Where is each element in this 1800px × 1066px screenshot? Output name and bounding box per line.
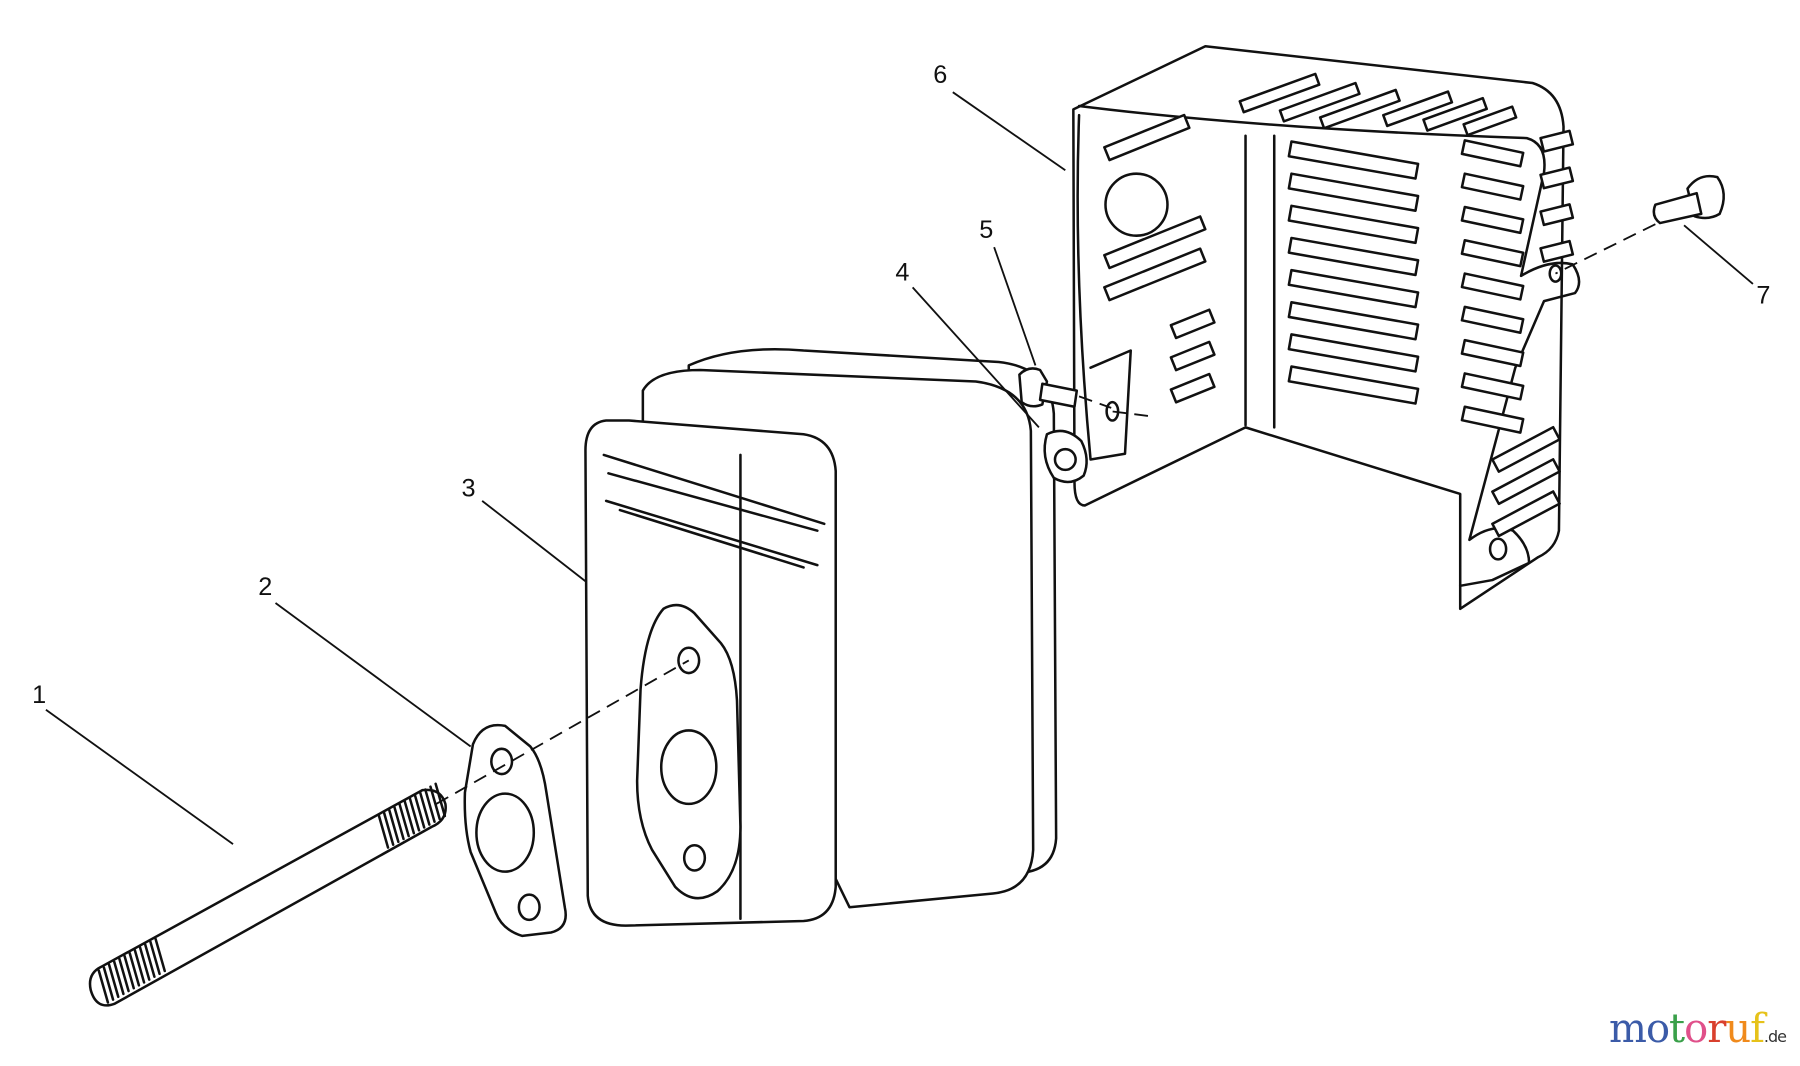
vent-slot bbox=[1460, 239, 1525, 268]
callout-6: 6 bbox=[933, 61, 947, 89]
vent-slot bbox=[1539, 166, 1575, 190]
vent-slot bbox=[1460, 405, 1525, 434]
nut-part bbox=[1043, 429, 1088, 484]
callout-3: 3 bbox=[461, 474, 475, 502]
leader-lines bbox=[45, 91, 1754, 845]
thread-line bbox=[133, 949, 146, 984]
callout-5: 5 bbox=[979, 216, 993, 244]
motoruf-watermark-logo: motoruf.de bbox=[1609, 1006, 1787, 1052]
vent-slot bbox=[1460, 139, 1525, 168]
vent-slot bbox=[1460, 338, 1525, 368]
callout-2: 2 bbox=[258, 573, 272, 601]
thread-line bbox=[97, 969, 110, 1004]
watermark-letter: f bbox=[1750, 1006, 1765, 1052]
thread-line bbox=[128, 951, 141, 987]
gasket-part bbox=[463, 723, 567, 938]
muffler-part bbox=[584, 347, 1058, 927]
vent-slot bbox=[1287, 236, 1420, 277]
centerline bbox=[1555, 223, 1656, 275]
thread-line bbox=[143, 943, 156, 978]
screw-part-7 bbox=[1652, 174, 1725, 225]
vent-slot bbox=[1460, 272, 1525, 301]
thread-line bbox=[434, 782, 447, 818]
thread-line bbox=[102, 966, 115, 1001]
vent-slot bbox=[1287, 172, 1420, 212]
vent-slot bbox=[1539, 129, 1575, 153]
vent-slot bbox=[1169, 308, 1216, 340]
screw-part-5 bbox=[1018, 367, 1079, 408]
callout-7: 7 bbox=[1756, 281, 1770, 309]
thread-line bbox=[393, 805, 405, 841]
muffler-guard-part bbox=[1072, 45, 1581, 611]
thread-line bbox=[403, 799, 416, 835]
thread-line bbox=[112, 960, 125, 996]
thread-line bbox=[138, 946, 151, 981]
thread-line bbox=[154, 937, 166, 973]
vent-slot bbox=[1169, 340, 1216, 372]
thread-line bbox=[387, 808, 400, 844]
watermark-letter: u bbox=[1725, 1006, 1751, 1052]
vent-slot bbox=[1491, 490, 1561, 538]
watermark-letter: m bbox=[1609, 1006, 1647, 1052]
vent-slot bbox=[1287, 140, 1420, 180]
vent-slot bbox=[1491, 425, 1561, 473]
vent-slot bbox=[1287, 365, 1420, 405]
vent-slot bbox=[1169, 372, 1216, 404]
vent-slot bbox=[1460, 172, 1525, 201]
thread-line bbox=[408, 796, 421, 832]
vent-slot bbox=[1491, 458, 1561, 506]
vent-slot bbox=[1287, 333, 1420, 373]
vent-slot bbox=[1382, 90, 1454, 128]
vent-slot bbox=[1422, 96, 1488, 132]
vent-slot bbox=[1318, 88, 1401, 130]
thread-line bbox=[398, 802, 410, 838]
thread-line bbox=[377, 814, 390, 849]
vent-slot bbox=[1539, 203, 1575, 227]
vent-slot bbox=[1460, 305, 1525, 335]
vent-slot bbox=[1460, 372, 1525, 401]
watermark-letter: t bbox=[1669, 1006, 1685, 1052]
vent-slot bbox=[1287, 268, 1420, 309]
thread-line bbox=[382, 811, 395, 846]
thread-line bbox=[418, 791, 431, 826]
watermark-letter: r bbox=[1707, 1006, 1726, 1052]
vent-slot bbox=[1287, 204, 1420, 245]
thread-line bbox=[429, 785, 441, 821]
centerline bbox=[1078, 395, 1149, 417]
thread-line bbox=[413, 794, 426, 829]
vent-slot bbox=[1103, 113, 1191, 162]
centerline bbox=[435, 659, 690, 805]
thread-line bbox=[118, 957, 130, 993]
thread-line bbox=[149, 940, 161, 976]
vent-slot bbox=[1238, 72, 1321, 114]
thread-line bbox=[107, 963, 120, 999]
vent-slot bbox=[1103, 247, 1207, 302]
callout-1: 1 bbox=[32, 681, 46, 709]
vent-slot bbox=[1103, 215, 1207, 270]
vent-slot bbox=[1539, 239, 1575, 263]
thread-line bbox=[123, 954, 135, 990]
vent-slot bbox=[1287, 300, 1420, 341]
vent-slot bbox=[1278, 81, 1361, 123]
vent-slot bbox=[1460, 205, 1525, 235]
watermark-letter: o bbox=[1684, 1006, 1708, 1052]
thread-line bbox=[424, 788, 436, 823]
callout-4: 4 bbox=[895, 258, 909, 286]
stud-part bbox=[88, 782, 447, 1007]
vent-slot bbox=[1462, 105, 1518, 137]
watermark-suffix: .de bbox=[1763, 1027, 1787, 1046]
watermark-letter: o bbox=[1645, 1006, 1670, 1052]
